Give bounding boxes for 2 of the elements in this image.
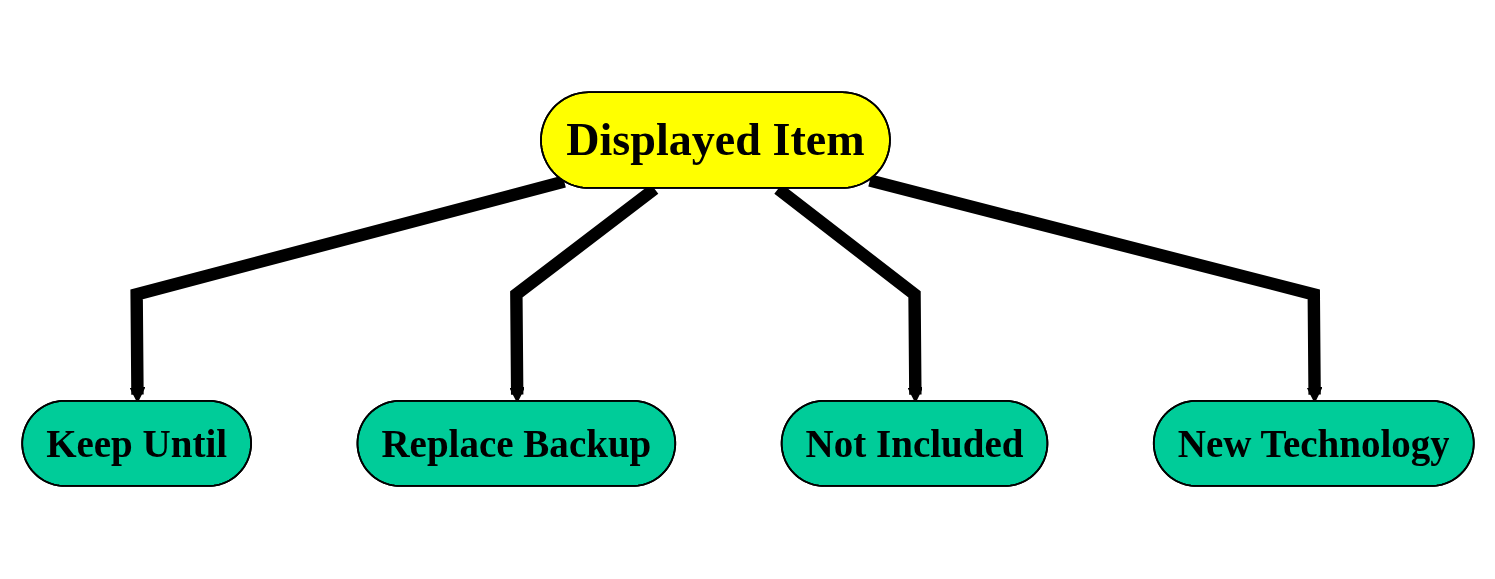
arrow: [129, 175, 566, 403]
arrow: [867, 174, 1322, 403]
